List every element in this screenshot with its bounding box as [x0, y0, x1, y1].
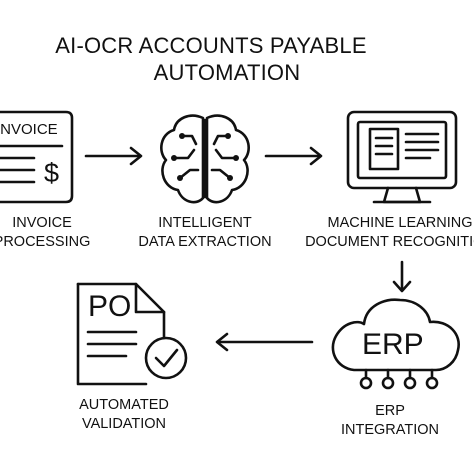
erp-icon-text: ERP	[362, 328, 424, 361]
step-validation-label: AUTOMATED VALIDATION	[79, 397, 169, 432]
arrow-ml-to-erp	[392, 260, 412, 293]
step-invoice-label: INVOICE PROCESSING	[0, 215, 91, 250]
arrow-erp-to-validation	[215, 332, 314, 352]
computer-monitor-document-icon	[346, 110, 458, 204]
brain-circuit-icon	[160, 114, 250, 204]
diagram-title-line1: AI-OCR ACCOUNTS PAYABLE	[55, 33, 367, 58]
document-checkmark-icon	[76, 282, 188, 386]
diagram-title-line2: AUTOMATION	[153, 60, 301, 85]
cloud-network-icon	[331, 298, 460, 390]
arrow-extraction-to-ml	[264, 146, 323, 166]
invoice-document-icon	[0, 110, 74, 204]
step-erp-label: ERP INTEGRATION	[340, 403, 439, 438]
step-extraction-label: INTELLIGENT DATA EXTRACTION	[138, 215, 272, 250]
invoice-icon-text: INVOICE	[0, 121, 58, 138]
arrow-invoice-to-extraction	[84, 146, 143, 166]
step-ml-label: MACHINE LEARNING DOCUMENT RECOGNITION	[305, 215, 474, 250]
po-icon-text: PO	[88, 290, 132, 323]
dollar-sign-icon: $	[44, 158, 60, 188]
